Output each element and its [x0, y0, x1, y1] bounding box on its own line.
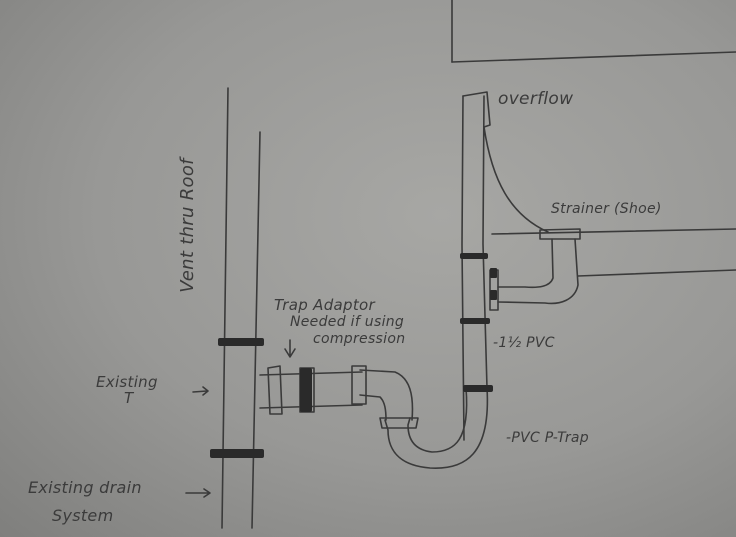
existing-t-label-line2: T [124, 389, 134, 407]
vent-band-bottom [210, 449, 264, 458]
compression-label: compression [313, 331, 406, 347]
vent-band-top [218, 338, 264, 346]
vent-thru-roof-label: Vent thru Roof [176, 158, 198, 293]
existing-t-label-line1: Existing [96, 373, 158, 391]
arrow-existing-t [192, 386, 209, 396]
needed-if-using-label: Needed if using [290, 314, 405, 330]
vent-stack-right-wall [251, 131, 261, 529]
overflow-pipe-right [482, 95, 488, 389]
existing-drain-label-line2: System [52, 506, 114, 525]
shoe-inner [497, 238, 554, 289]
adapter-band [300, 368, 312, 412]
tub-bottom-line [491, 228, 736, 235]
trap-adaptor-label: Trap Adaptor [274, 296, 375, 314]
existing-drain-label-line1: Existing drain [28, 478, 142, 497]
tub-rim-line [451, 51, 736, 63]
p-trap-inner [407, 387, 468, 453]
overflow-bowl-curve [483, 126, 549, 233]
overflow-band-1 [460, 253, 488, 259]
pvc-size-label: -1½ PVC [493, 335, 555, 351]
overflow-band-2 [460, 318, 490, 324]
elbow-nut [351, 365, 367, 405]
strainer-flange [539, 228, 581, 240]
trap-nut [379, 417, 419, 429]
p-trap-outer [384, 387, 489, 469]
overflow-pipe-left [461, 95, 465, 441]
shoe-outer [497, 238, 579, 305]
adapter-body [267, 365, 283, 415]
strainer-shoe-label: Strainer (Shoe) [551, 201, 662, 217]
tub-floor-line [577, 269, 736, 277]
trap-band [463, 385, 493, 392]
arrow-existing-drain [185, 488, 211, 498]
overflow-cap [462, 91, 491, 128]
vent-stack-left-wall [221, 87, 229, 529]
trap-elbow-inner [359, 394, 387, 421]
pvc-p-trap-label: -PVC P-Trap [506, 430, 589, 446]
trap-elbow-outer [359, 369, 414, 421]
overflow-label: overflow [498, 89, 574, 109]
shoe-band-1 [490, 268, 497, 278]
shoe-band-2 [490, 290, 497, 300]
arrow-trap-adapter [284, 339, 296, 358]
